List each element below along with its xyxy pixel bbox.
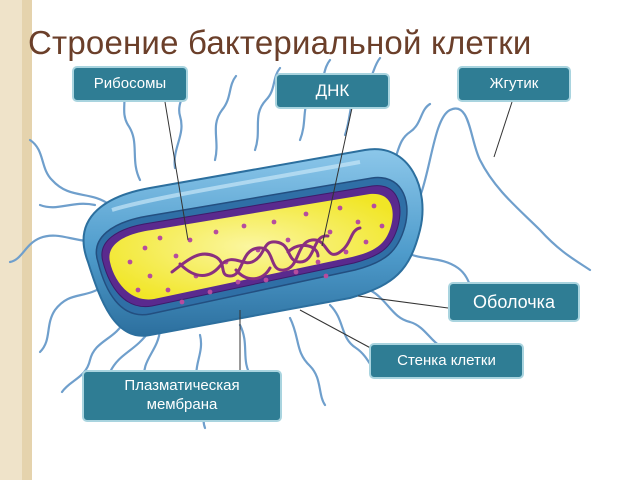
- decorative-band: [0, 0, 22, 480]
- label-dna: ДНК: [275, 73, 390, 109]
- cytoplasm: [109, 193, 393, 300]
- label-envelope-text: Оболочка: [473, 291, 555, 312]
- label-plasma-membrane-line2: мембрана: [146, 396, 218, 413]
- label-ribosomes-text: Рибосомы: [93, 74, 167, 92]
- label-cell-wall-text: Стенка клетки: [397, 351, 496, 369]
- label-flagellum: Жгутик: [457, 66, 571, 102]
- label-cell-wall: Стенка клетки: [369, 343, 524, 379]
- label-plasma-membrane: Плазматическая мембрана: [82, 370, 282, 422]
- label-dna-text: ДНК: [315, 81, 350, 101]
- slide-title: Строение бактериальной клетки: [28, 24, 532, 61]
- label-ribosomes: Рибосомы: [72, 66, 188, 102]
- dna: [170, 226, 362, 281]
- decorative-band-inner: [22, 0, 32, 480]
- label-flagellum-text: Жгутик: [489, 74, 539, 92]
- pointer-lines: [164, 101, 513, 372]
- label-envelope: Оболочка: [448, 282, 580, 322]
- label-plasma-membrane-line1: Плазматическая: [124, 377, 240, 395]
